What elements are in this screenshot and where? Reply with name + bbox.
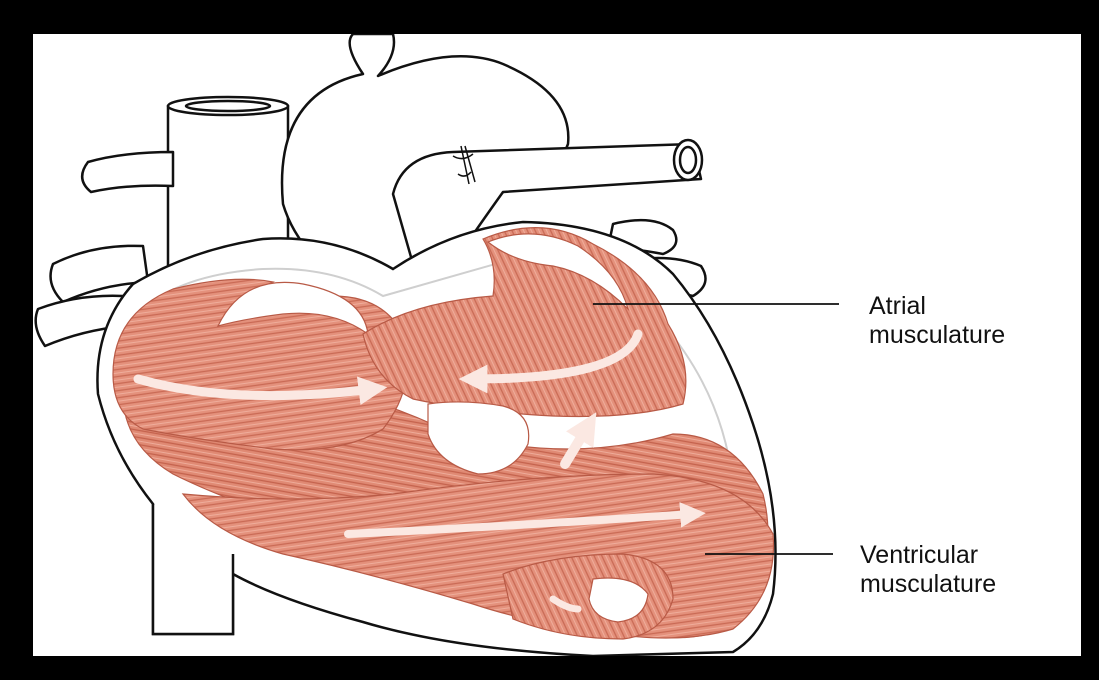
ventricular-musculature-label: Ventricular musculature [860,541,996,599]
ventricular-label-line1: Ventricular [860,541,996,570]
diagram-panel: Atrial musculature Ventricular musculatu… [33,34,1081,656]
atrial-musculature-label: Atrial musculature [869,292,1005,350]
atrial-label-line1: Atrial [869,292,1005,321]
ventricular-label-line2: musculature [860,570,996,599]
atrial-label-line2: musculature [869,321,1005,350]
